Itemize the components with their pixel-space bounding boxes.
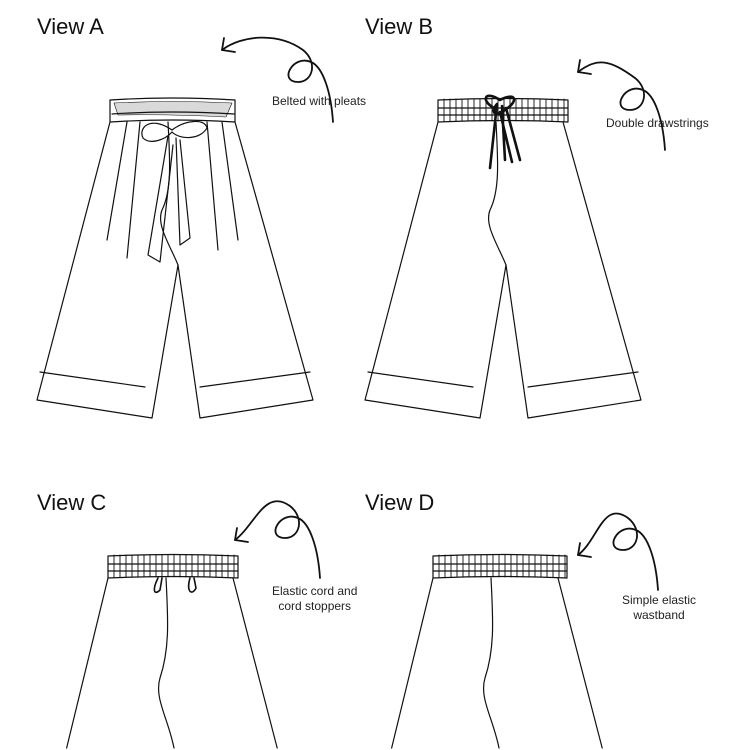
view-b-pants-left-cuff: [367, 371, 474, 388]
view-c-note: Elastic cord and cord stoppers: [272, 584, 358, 613]
view-b-drawstrings: [484, 94, 522, 170]
view-a-pleats: [106, 121, 239, 259]
view-c-waistband: [107, 553, 239, 579]
view-c-pants-fly-seam: [158, 577, 175, 749]
view-a-pants-fly-seam: [160, 121, 179, 266]
view-a-arrow-head: [221, 37, 236, 53]
view-b-arrow: [577, 61, 666, 151]
view-b-band-gathers: [443, 98, 565, 122]
view-a-note: Belted with pleats: [272, 94, 367, 108]
view-b-pants-right-cuff: [527, 371, 639, 388]
view-c-band-gathers: [113, 554, 235, 578]
view-d-waistband: [432, 553, 568, 579]
view-b-waistband: [437, 97, 569, 123]
view-d-note: Simple elastic wastband: [622, 593, 697, 622]
view-a-pants-outline: [36, 121, 314, 419]
view-a-belt-line: [111, 111, 235, 115]
view-b-title: View B: [365, 14, 434, 39]
view-a-pants-left-cuff: [39, 371, 146, 388]
view-a-arrow: [221, 36, 334, 123]
view-b-pants-outline: [364, 121, 642, 419]
view-a-belt-tails: [147, 135, 191, 263]
view-a-pants-right-cuff: [199, 371, 311, 388]
view-c-pants-left-outer: [66, 577, 109, 749]
view-c-cord-stoppers: [153, 577, 197, 594]
view-d-arrow: [577, 512, 659, 591]
view-d-arrow-head: [577, 542, 592, 558]
view-a-waist-inside: [113, 101, 233, 118]
view-d-pants-right-outer: [557, 577, 603, 749]
view-d-band-gathers: [438, 554, 566, 578]
view-c-arrow: [234, 500, 321, 579]
view-a-title: View A: [37, 14, 104, 39]
view-c-pants-right-outer: [232, 577, 278, 749]
view-b-arrow-head: [577, 59, 592, 75]
view-b-pants-fly-seam: [488, 121, 507, 266]
view-a-belt-bow: [141, 120, 208, 142]
view-d-pants-fly-seam: [483, 577, 500, 749]
view-d-title: View D: [365, 490, 435, 515]
view-a-waistband: [109, 97, 236, 123]
view-c-title: View C: [37, 490, 107, 515]
view-c-arrow-head: [234, 527, 249, 543]
view-d-pants-left-outer: [391, 577, 434, 749]
